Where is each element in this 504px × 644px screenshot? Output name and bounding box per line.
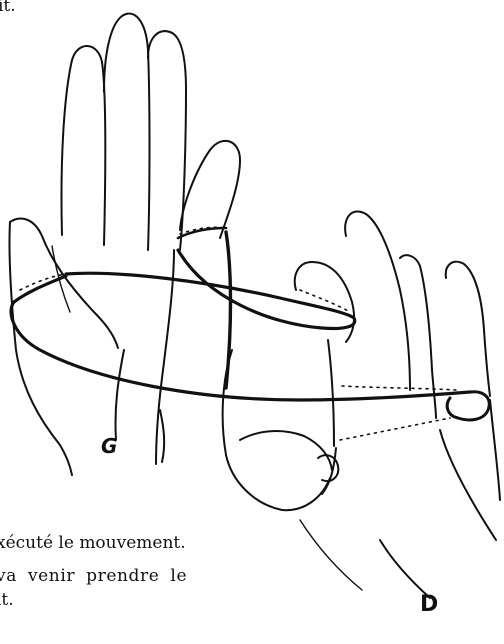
text-line-1: xécuté le mouvement. [0, 533, 186, 553]
right-hand-drawing [223, 211, 500, 598]
string-loops [11, 227, 489, 440]
right-hand-label: D [420, 592, 438, 617]
text-line-3: it. [0, 590, 14, 610]
text-line-2: va venir prendre le [0, 566, 187, 586]
left-hand-label: G [101, 434, 117, 458]
left-hand-drawing [9, 14, 240, 475]
